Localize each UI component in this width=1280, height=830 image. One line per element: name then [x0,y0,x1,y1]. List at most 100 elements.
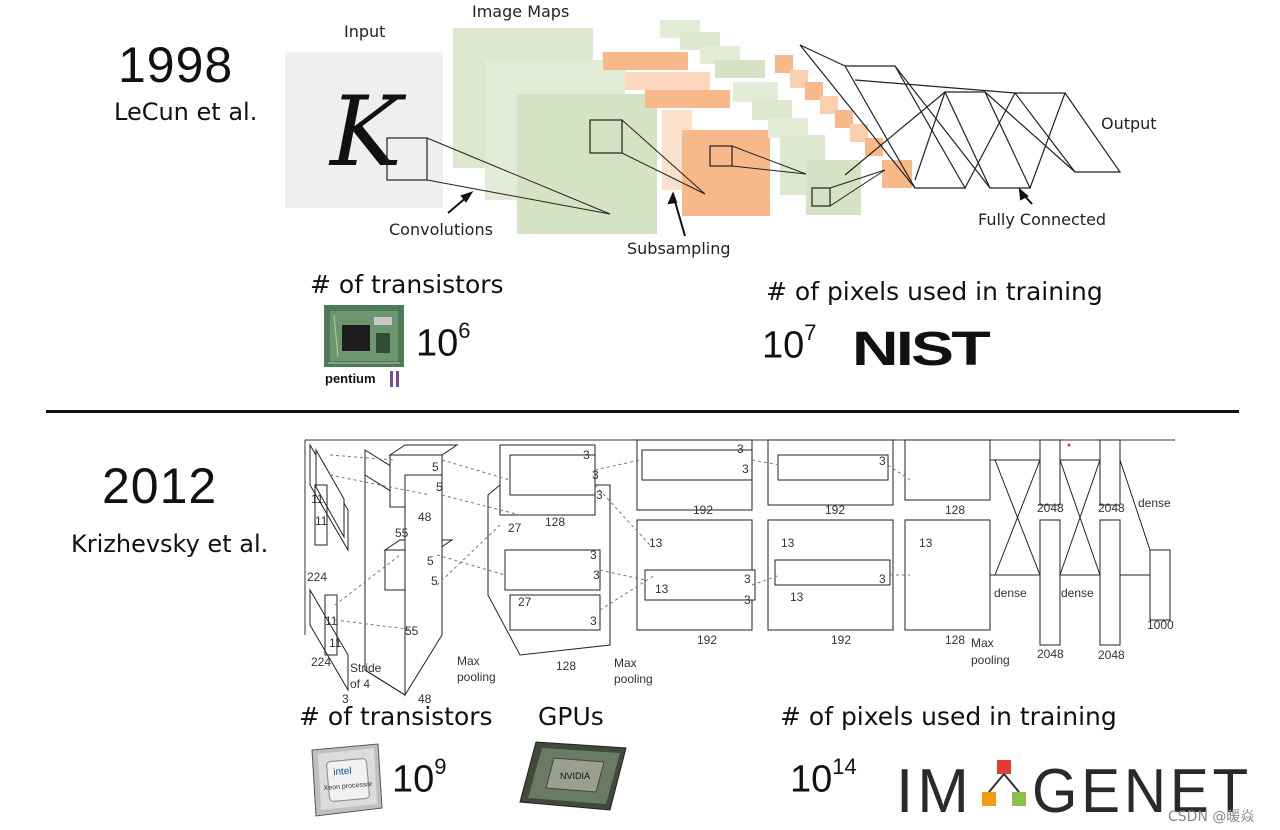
label-fully-connected: Fully Connected [978,210,1106,229]
lenet-diagram: K [285,2,1157,258]
xeon-label: Xeon processor [323,781,373,792]
alex-label: 3 [742,462,749,476]
alex-label: 3 [737,442,744,456]
alex-label: 13 [790,590,804,604]
c1-window [589,119,623,154]
s2-window [709,145,733,167]
exponent: 7 [804,320,817,345]
watermark: CSDN @暖焱 [1168,809,1255,825]
alex-label: 3 [583,448,590,462]
alex-label: 224 [311,655,331,669]
alexnet-dashed-lines [329,454,911,631]
exponent: 9 [434,754,447,779]
gpus-label: GPUs [538,702,604,731]
dense-connections [990,459,1151,576]
alex-label: 11 [325,614,338,628]
fmap-s2-3 [645,90,730,108]
alexnet-diagram: 11 11 11 11 224 224 Stride of 4 3 5 5 5 … [304,439,1175,705]
gpu-chip-image: NVIDIA [519,741,627,811]
nist-logo-text: NIST [852,326,990,370]
alex-label: 55 [395,526,409,540]
year-1998: 1998 [118,37,234,93]
top-transistors-value: 106 [416,318,471,366]
base: 10 [416,322,459,365]
alex-label: 3 [744,593,751,607]
alex-label: 13 [649,536,663,550]
alex-label: dense [1138,496,1171,510]
xeon-chip-image: intel Xeon processor [311,743,383,817]
label-input: Input [344,22,385,41]
alex-label: 5 [431,574,438,588]
fc-layers [799,44,1122,189]
fmap-s4-6 [850,124,868,142]
alex-label: of 4 [350,677,370,691]
alex-label: 128 [945,633,965,647]
fmap-c3-7 [768,118,808,138]
alex-label: 3 [593,568,600,582]
alex-label: 27 [508,521,522,535]
top-transistors-label: # of transistors [310,270,504,299]
authors-krizhevsky: Krizhevsky et al. [71,530,269,558]
alex-label: Stride [350,661,382,675]
alex-label: 48 [418,510,432,524]
conv-window [386,137,428,181]
alex-label: 2048 [1098,648,1125,662]
alex-label: Max [614,656,637,670]
c3-window [811,187,831,207]
alex-label: Max [457,654,480,668]
alex-label: dense [1061,586,1094,600]
year-2012: 2012 [102,458,218,514]
alex-label: dense [994,586,1027,600]
base: 10 [762,324,805,367]
alex-label: Max [971,636,994,650]
fmap-c3-5 [733,82,778,102]
red-dot [1067,443,1071,447]
alex-label: 2048 [1037,647,1064,661]
alex-label: pooling [457,670,496,684]
pentium-label: pentium [325,371,376,386]
top-pixels-label: # of pixels used in training [766,277,1103,306]
alex-label: 13 [919,536,933,550]
alex-label: 128 [945,503,965,517]
alex-label: 5 [427,554,434,568]
nvidia-brand: NVIDIA [560,771,590,781]
fmap-s4-3 [805,82,823,100]
imagenet-right: GENET [1032,757,1252,818]
fmap-s2-5 [682,130,770,216]
label-subsampling: Subsampling [627,239,731,258]
alex-label: 3 [879,572,886,586]
alex-label: 1000 [1147,618,1174,632]
alex-label: 3 [590,614,597,628]
fmap-s2-2 [625,72,710,90]
alex-label: 192 [693,503,713,517]
fmap-c3-6 [752,100,792,120]
alex-label: 3 [879,454,886,468]
exponent: 14 [832,754,857,779]
imagenet-tree-icon [982,760,1026,806]
fmap-c1-3 [517,94,657,234]
imagenet-left: IM [896,757,973,818]
bottom-transistors-label: # of transistors [299,702,493,731]
fmap-c3-4 [715,60,765,78]
fmap-s4-1 [775,55,793,73]
alex-label: 192 [697,633,717,647]
alex-label: 3 [342,692,349,705]
pentium-chip-image: pentium [324,305,404,387]
alex-label: 48 [418,692,432,705]
imagenet-logo: IM GENET [896,757,1252,818]
alex-label: 13 [655,582,669,596]
fmap-c3-2 [680,32,720,50]
projection-lines [426,119,886,215]
alex-label: 3 [592,468,599,482]
label-convolutions: Convolutions [389,220,493,239]
base: 10 [392,758,435,801]
fmap-c3-3 [700,46,740,64]
fmap-s4-5 [835,110,853,128]
alex-label: 192 [825,503,845,517]
bottom-transistors-value: 109 [392,754,447,802]
label-output: Output [1101,114,1157,133]
alex-label: 192 [831,633,851,647]
input-glyph: K [328,76,407,188]
alex-label: 13 [781,536,795,550]
base: 10 [790,758,833,801]
